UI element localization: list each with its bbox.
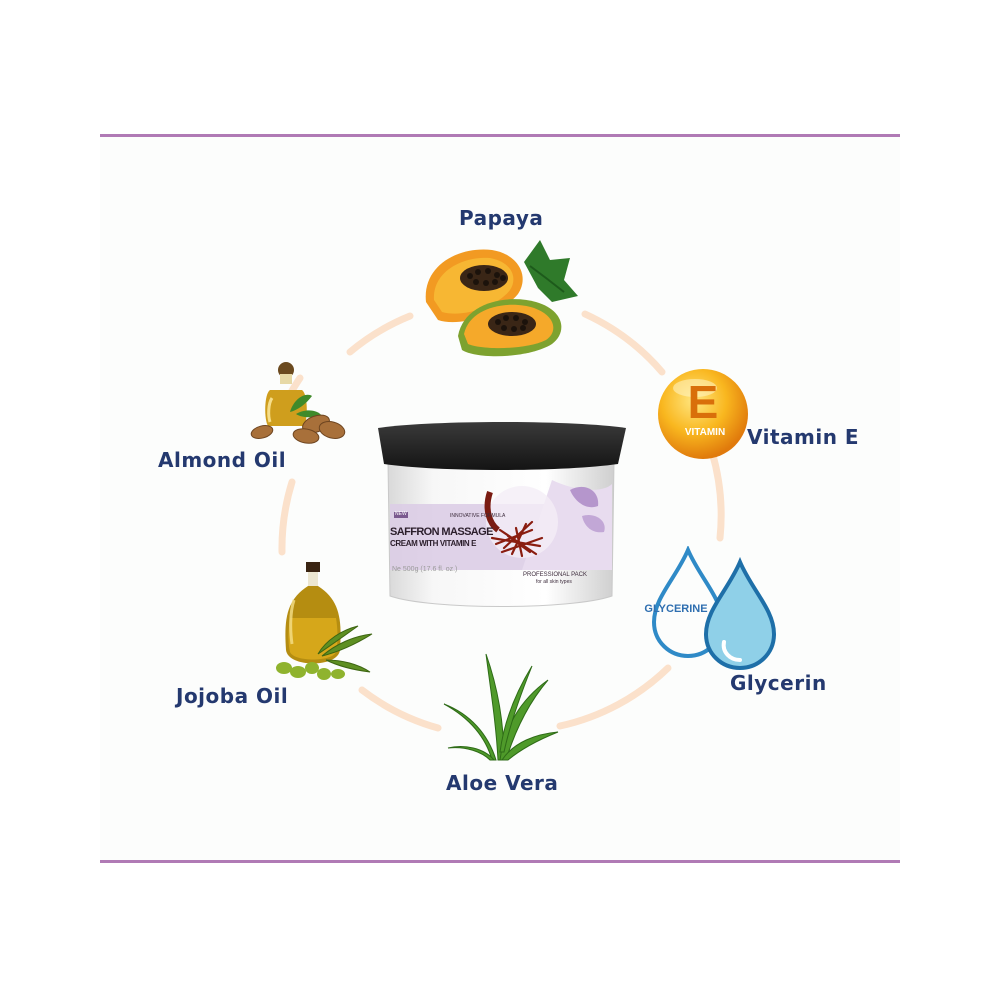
label-aloe-vera: Aloe Vera bbox=[446, 771, 559, 795]
top-divider bbox=[100, 134, 900, 137]
saffron-cream-jar bbox=[378, 422, 626, 607]
bottom-divider bbox=[100, 860, 900, 863]
aloe-vera-icon bbox=[443, 653, 559, 761]
jar-product-name-2: CREAM WITH VITAMIN E bbox=[390, 539, 477, 548]
label-jojoba-oil: Jojoba Oil bbox=[176, 684, 289, 708]
vitamin-letter: E bbox=[688, 376, 719, 428]
glycerin-drops-icon: GLYCERINE bbox=[644, 546, 777, 670]
label-glycerin: Glycerin bbox=[730, 671, 827, 695]
jar-pack-text: PROFESSIONAL PACK bbox=[523, 572, 588, 578]
almond-oil-icon bbox=[250, 362, 346, 444]
jar-product-name-1: SAFFRON MASSAGE bbox=[390, 526, 493, 538]
label-vitamin-e: Vitamin E bbox=[747, 425, 860, 449]
label-papaya: Papaya bbox=[459, 206, 544, 230]
label-almond-oil: Almond Oil bbox=[158, 448, 287, 472]
jar-new-tag: NEW bbox=[395, 511, 407, 517]
jar-skin-types: for all skin types bbox=[536, 579, 572, 585]
jojoba-oil-icon bbox=[276, 562, 373, 680]
vitamin-word: VITAMIN bbox=[685, 427, 725, 438]
jar-formula-text: INNOVATIVE FORMULA bbox=[450, 513, 506, 519]
papaya-icon bbox=[425, 240, 578, 357]
vitamin-e-icon: E VITAMIN bbox=[658, 369, 748, 459]
jar-net-weight: Ne 500g (17.6 fl. oz.) bbox=[392, 566, 458, 573]
glycerine-badge-text: GLYCERINE bbox=[644, 603, 707, 615]
